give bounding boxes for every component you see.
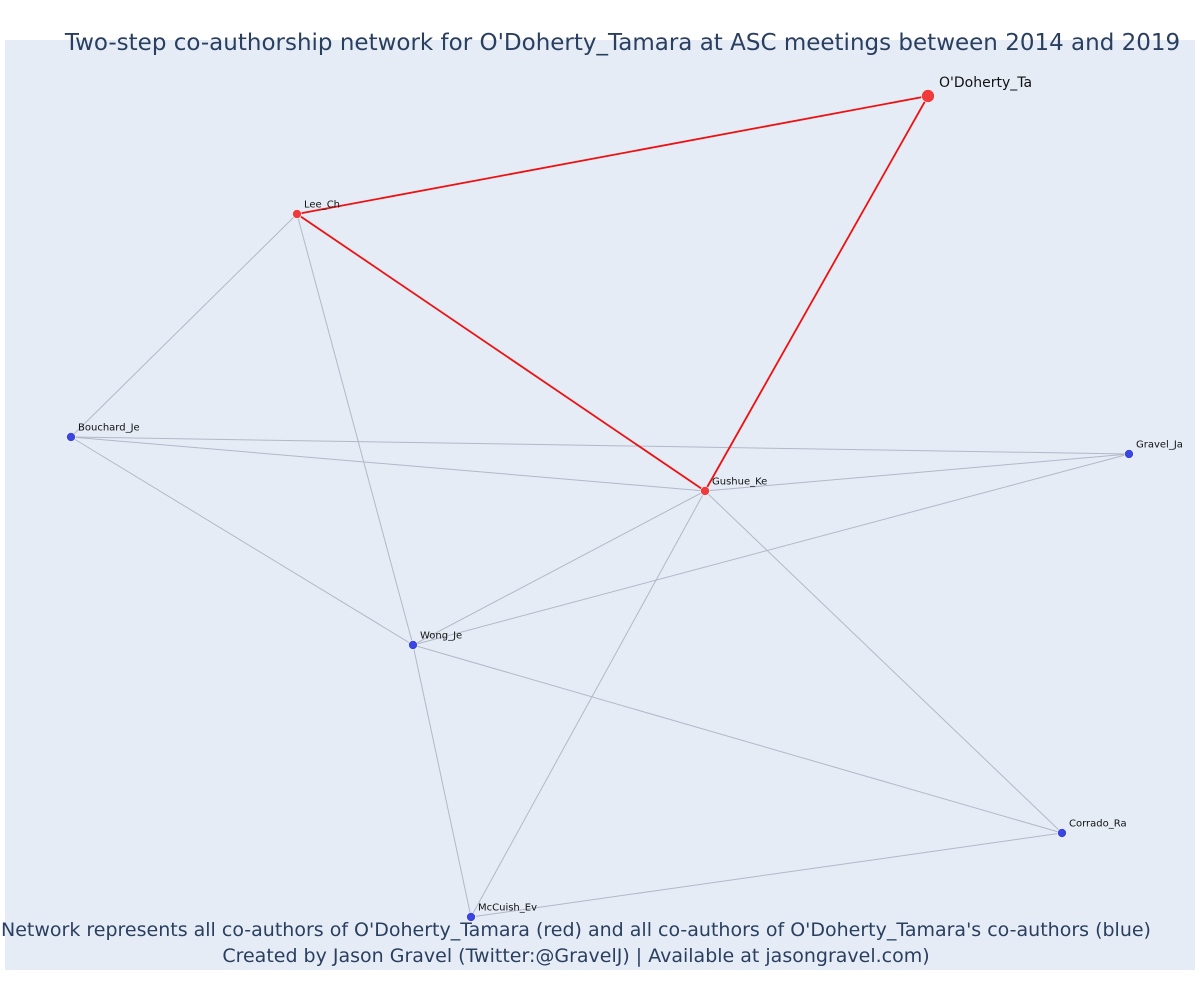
node-gushue-ke[interactable] bbox=[700, 486, 710, 496]
caption-description: Network represents all co-authors of O'D… bbox=[1, 919, 1151, 941]
edge-wong-je-corrado-ra bbox=[412, 644, 1063, 834]
caption-credit: Created by Jason Gravel (Twitter:@Gravel… bbox=[222, 945, 930, 967]
edge-lee-ch-wong-je bbox=[296, 213, 414, 646]
edge-mccuish-ev-corrado-ra bbox=[470, 832, 1063, 918]
chart-title: Two-step co-authorship network for O'Doh… bbox=[64, 30, 1181, 56]
node-label-gravel-ja: Gravel_Ja bbox=[1136, 440, 1183, 451]
node-label-bouchard-je: Bouchard_Je bbox=[78, 423, 140, 434]
plot-background bbox=[5, 40, 1195, 970]
edge-bouchard-je-gushue-ke bbox=[70, 436, 706, 492]
node-o-doherty-ta[interactable] bbox=[921, 89, 935, 103]
edge-bouchard-je-gravel-ja bbox=[70, 436, 1130, 455]
node-label-wong-je: Wong_Je bbox=[420, 631, 462, 642]
edge-gushue-ke-wong-je bbox=[412, 490, 706, 646]
node-mccuish-ev[interactable] bbox=[466, 912, 476, 922]
node-lee-ch[interactable] bbox=[292, 209, 302, 219]
node-gravel-ja[interactable] bbox=[1124, 449, 1134, 459]
node-label-o-doherty-ta: O'Doherty_Ta bbox=[939, 75, 1032, 91]
edge-o-doherty-ta-gushue-ke bbox=[704, 95, 929, 492]
edge-lee-ch-gushue-ke bbox=[296, 213, 706, 492]
node-label-mccuish-ev: McCuish_Ev bbox=[478, 903, 537, 914]
edge-wong-je-gravel-ja bbox=[412, 453, 1130, 646]
node-label-gushue-ke: Gushue_Ke bbox=[712, 477, 767, 488]
edge-lee-ch-bouchard-je bbox=[70, 213, 298, 438]
edge-gushue-ke-mccuish-ev bbox=[470, 490, 706, 918]
node-label-lee-ch: Lee_Ch bbox=[304, 200, 340, 211]
node-corrado-ra[interactable] bbox=[1057, 828, 1067, 838]
edge-gushue-ke-gravel-ja bbox=[704, 453, 1130, 492]
edge-wong-je-mccuish-ev bbox=[412, 644, 472, 918]
node-bouchard-je[interactable] bbox=[66, 432, 76, 442]
node-label-corrado-ra: Corrado_Ra bbox=[1069, 819, 1127, 830]
edge-bouchard-je-wong-je bbox=[70, 436, 414, 646]
edge-gushue-ke-corrado-ra bbox=[704, 490, 1063, 834]
edge-o-doherty-ta-lee-ch bbox=[296, 95, 929, 215]
node-wong-je[interactable] bbox=[408, 640, 418, 650]
